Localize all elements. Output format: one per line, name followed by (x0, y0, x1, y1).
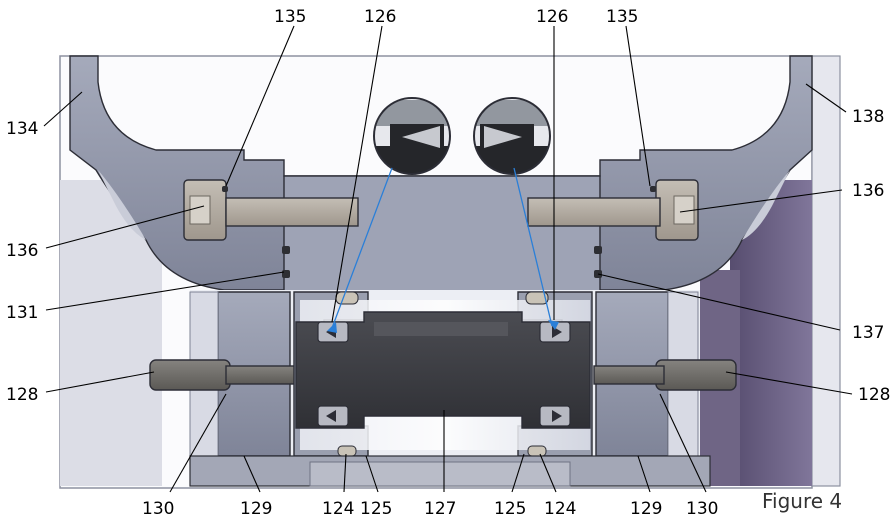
label-128-left: 128 (6, 385, 38, 405)
label-138: 138 (852, 107, 884, 127)
center-housing (283, 175, 601, 297)
leader-lines (43, 25, 853, 493)
label-131: 131 (6, 303, 38, 323)
right-pin-shank (593, 365, 665, 385)
right-housing-chamfer (742, 170, 790, 240)
label-136-right: 136 (852, 181, 884, 201)
left-pin-shank (225, 365, 297, 385)
label-137: 137 (852, 323, 884, 343)
label-125-left: 125 (360, 499, 392, 518)
label-126-right: 126 (536, 7, 568, 27)
bottom-base-inner (309, 461, 571, 487)
label-125-right: 125 (494, 499, 526, 518)
label-135-right: 135 (606, 7, 638, 27)
left-pin-128 (149, 359, 231, 391)
label-129-left: 129 (240, 499, 272, 518)
label-126-left: 126 (364, 7, 396, 27)
label-135-left: 135 (274, 7, 306, 27)
label-124-left: 124 (322, 499, 354, 518)
lip-seals-126 (317, 321, 571, 427)
label-129-right: 129 (630, 499, 662, 518)
left-bolt-136 (183, 179, 359, 241)
right-edge-strip (811, 55, 841, 487)
label-124-right: 124 (544, 499, 576, 518)
blue-detail-leaders (327, 167, 559, 333)
left-housing-chamfer (98, 170, 146, 240)
label-136-left: 136 (6, 241, 38, 261)
label-130-left: 130 (142, 499, 174, 518)
label-128-right: 128 (858, 385, 890, 405)
right-pin-128 (655, 359, 737, 391)
label-134: 134 (6, 119, 38, 139)
figure-caption: Figure 4 (762, 489, 842, 513)
label-127: 127 (424, 499, 456, 518)
piston-groove (374, 322, 508, 336)
piston-127 (295, 311, 591, 429)
label-130-right: 130 (686, 499, 718, 518)
